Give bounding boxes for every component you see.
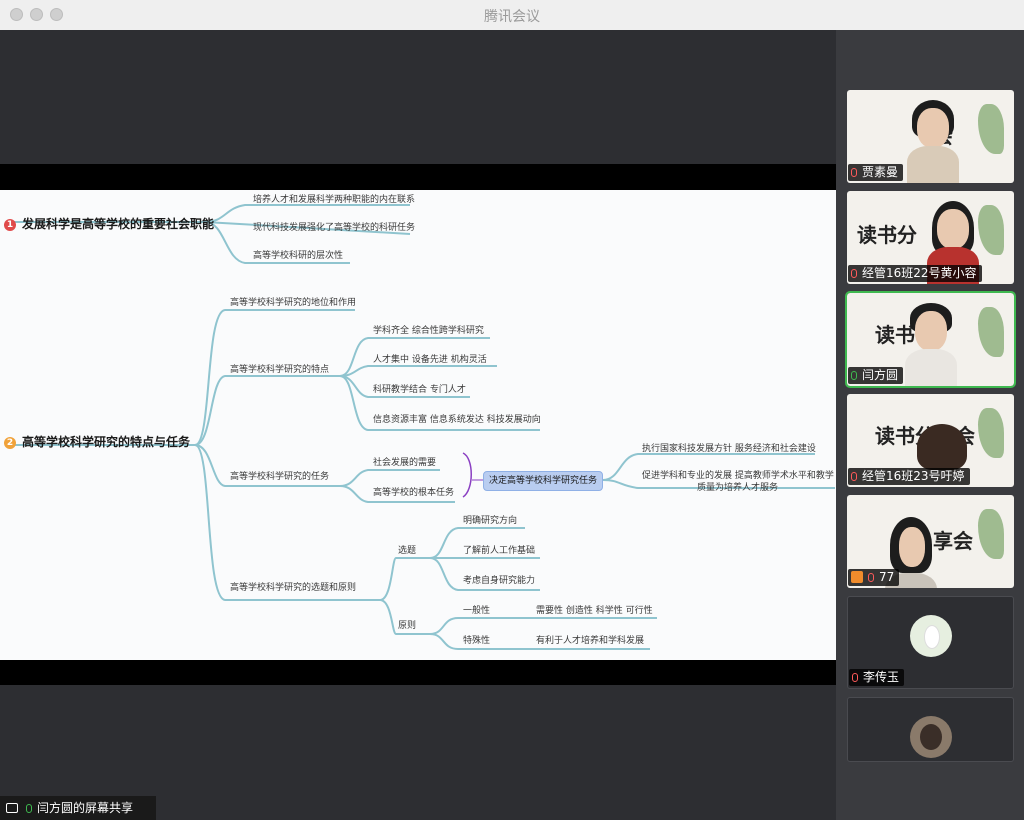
mic-muted-icon	[868, 573, 874, 582]
principle-special-desc: 有利于人才培养和学科发展	[536, 636, 645, 646]
plant-decoration	[978, 509, 1004, 559]
screen-share-icon	[6, 803, 18, 813]
mic-muted-icon	[851, 269, 857, 278]
zoom-window-button[interactable]	[50, 8, 63, 21]
background-text: 读书	[875, 323, 915, 347]
branch-selection-principles: 高等学校科学研究的选题和原则	[230, 583, 357, 593]
principle-general-desc: 需要性 创造性 科学性 可行性	[536, 606, 653, 616]
selection-label: 选题	[398, 546, 417, 556]
topic-1-label: 发展科学是高等学校的重要社会职能	[22, 217, 215, 231]
screen-share-indicator[interactable]: 闫方圆的屏幕共享	[0, 796, 156, 820]
close-window-button[interactable]	[10, 8, 23, 21]
participant-tile[interactable]: 会 贾素曼	[847, 90, 1014, 183]
mindmap-canvas: 1 发展科学是高等学校的重要社会职能 培养人才和发展科学两种职能的内在联系 现代科…	[0, 190, 836, 660]
mic-icon	[851, 371, 857, 380]
background-text: 读书分	[857, 223, 917, 247]
participant-name-text: 经管16班22号黄小容	[862, 266, 977, 280]
task-item: 高等学校的根本任务	[373, 488, 455, 498]
participant-tile[interactable]	[847, 697, 1014, 762]
avatar	[910, 615, 952, 657]
task-result: 执行国家科技发展方针 服务经济和社会建设	[642, 444, 816, 454]
plant-decoration	[978, 408, 1004, 458]
topic-1-item: 高等学校科研的层次性	[253, 251, 344, 261]
participant-name: 经管16班22号黄小容	[848, 265, 982, 282]
participant-video	[917, 424, 973, 487]
branch-tasks: 高等学校科学研究的任务	[230, 472, 330, 482]
selection-item: 考虑自身研究能力	[463, 576, 536, 586]
selection-item: 明确研究方向	[463, 516, 518, 526]
participant-name-text: 77	[879, 570, 895, 584]
participant-tile[interactable]: 李传玉	[847, 596, 1014, 689]
window-title: 腾讯会议	[484, 9, 540, 25]
participant-name-text: 贾素曼	[862, 165, 899, 179]
task-result: 促进学科和专业的发展 提高教师学术水平和教学	[642, 471, 834, 481]
characteristic-item: 信息资源丰富 信息系统发达 科技发展动向	[373, 415, 541, 425]
topic-2-label: 高等学校科学研究的特点与任务	[22, 435, 191, 449]
highlight-node: 决定高等学校科学研究任务	[483, 471, 603, 491]
participant-name-text: 李传玉	[863, 670, 900, 684]
mic-muted-icon	[852, 673, 858, 682]
participant-name: 贾素曼	[848, 164, 904, 181]
host-icon	[851, 571, 863, 583]
principle-special: 特殊性	[463, 636, 491, 646]
participant-video	[903, 303, 959, 386]
mic-icon	[26, 804, 32, 813]
participant-name-text: 经管16班23号吁婷	[862, 469, 965, 483]
topic-1-item: 培养人才和发展科学两种职能的内在联系	[253, 195, 416, 205]
topic-2-number: 2	[4, 437, 16, 449]
mindmap-connectors	[6, 204, 835, 650]
characteristic-item: 科研教学结合 专门人才	[373, 385, 466, 395]
plant-decoration	[978, 205, 1004, 255]
background-text: 享会	[933, 529, 973, 553]
topic-1-number: 1	[4, 219, 16, 231]
participant-video	[905, 100, 961, 183]
principle-label: 原则	[398, 621, 417, 631]
topic-1-item: 现代科技发展强化了高等学校的科研任务	[253, 223, 416, 233]
characteristic-item: 学科齐全 综合性跨学科研究	[373, 326, 484, 336]
plant-decoration	[978, 307, 1004, 357]
participant-name: 77	[848, 569, 900, 586]
participant-name: 闫方圆	[848, 367, 904, 384]
principle-general: 一般性	[463, 606, 491, 616]
characteristic-item: 人才集中 设备先进 机构灵活	[373, 355, 487, 365]
avatar	[910, 716, 952, 758]
task-item: 社会发展的需要	[373, 458, 437, 468]
participant-panel: 会 贾素曼 读书分 经管16班22号黄小容 读书 闫方圆 读书分享会 经管16班…	[836, 30, 1024, 820]
mic-muted-icon	[851, 168, 857, 177]
plant-decoration	[978, 104, 1004, 154]
minimize-window-button[interactable]	[30, 8, 43, 21]
mic-muted-icon	[851, 472, 857, 481]
participant-tile-active-speaker[interactable]: 读书 闫方圆	[845, 291, 1016, 388]
participant-tile[interactable]: 读书分 经管16班22号黄小容	[847, 191, 1014, 284]
branch-characteristics: 高等学校科学研究的特点	[230, 365, 330, 375]
topic-2-title: 2 高等学校科学研究的特点与任务	[4, 433, 190, 450]
participant-name: 经管16班23号吁婷	[848, 468, 970, 485]
title-bar: 腾讯会议	[0, 0, 1024, 31]
selection-item: 了解前人工作基础	[463, 546, 536, 556]
participant-name: 李传玉	[849, 669, 905, 686]
screen-share-label: 闫方圆的屏幕共享	[37, 801, 134, 815]
participant-name-text: 闫方圆	[862, 368, 899, 382]
branch-status-role: 高等学校科学研究的地位和作用	[230, 298, 357, 308]
participant-tile[interactable]: 读书分享会 经管16班23号吁婷	[847, 394, 1014, 487]
participant-tile[interactable]: 享会 77	[847, 495, 1014, 588]
task-result: 质量为培养人才服务	[697, 483, 779, 493]
topic-1-title: 1 发展科学是高等学校的重要社会职能	[4, 215, 214, 232]
